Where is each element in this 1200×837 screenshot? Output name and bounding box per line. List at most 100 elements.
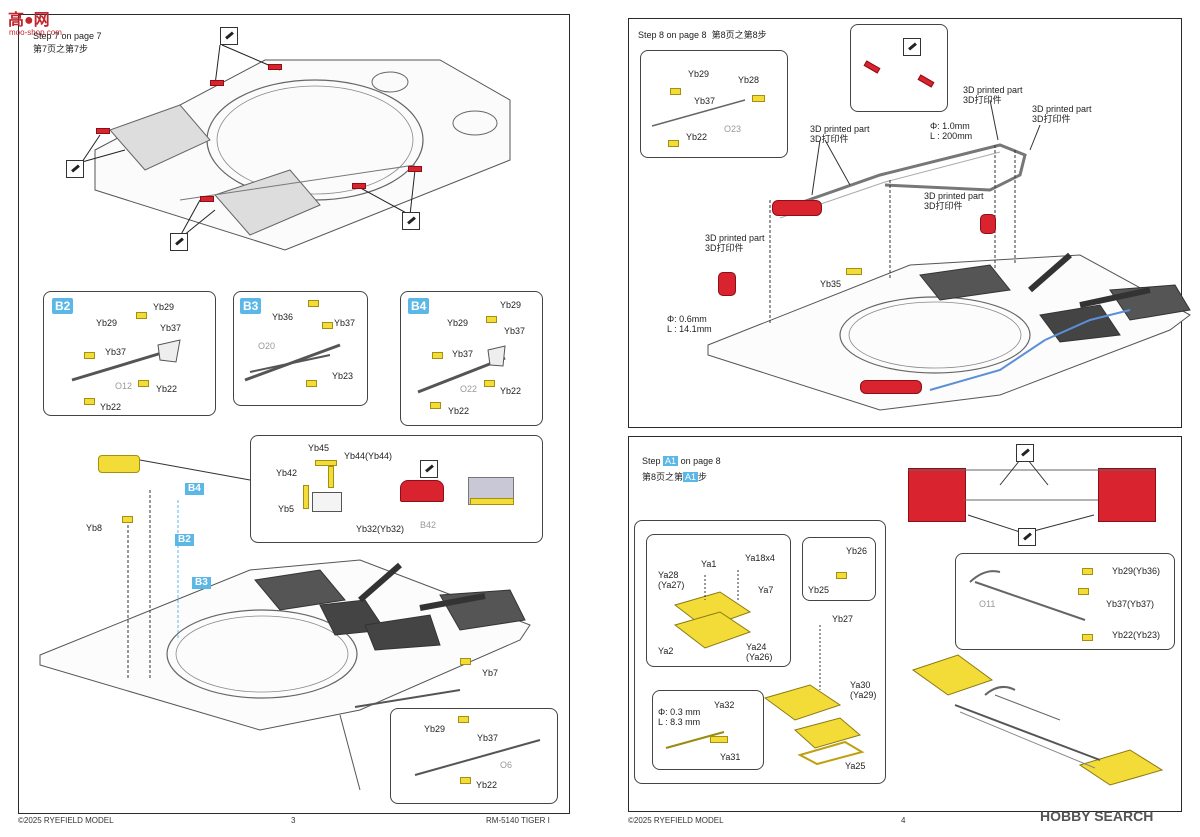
tools-label: Yb44(Yb44)	[344, 451, 393, 461]
a1-tag: A1	[663, 456, 679, 466]
b2-label: Yb37	[105, 347, 127, 357]
red-3d-printed-part	[772, 200, 822, 216]
yb7-label: Yb7	[482, 668, 499, 678]
yellow-toolbox	[98, 455, 140, 473]
yellow-part	[1082, 568, 1093, 575]
yellow-part	[430, 402, 441, 409]
wire-label: Ya31	[720, 752, 741, 762]
plate-label: Ya2	[658, 646, 674, 656]
cable-detail-box	[850, 24, 948, 112]
b3-label: Yb37	[334, 318, 356, 328]
b3-label: Yb36	[272, 312, 294, 322]
yellow-part	[122, 516, 133, 523]
b2-tag: B2	[52, 298, 74, 314]
yellow-part	[668, 140, 679, 147]
right-top-step-ref: Step 8 on page 8 第8页之第8步	[638, 30, 767, 40]
yellow-part	[322, 322, 333, 329]
right-inset-box	[640, 50, 788, 158]
mid-label: Ya25	[845, 761, 866, 771]
paint-brush-icon	[1018, 528, 1036, 546]
paint-brush-icon	[402, 212, 420, 230]
red-part	[96, 128, 110, 134]
right-page-number: 4	[901, 816, 906, 825]
b3-label: O20	[258, 341, 276, 351]
yellow-part	[458, 716, 469, 723]
b2-label: Yb29	[153, 302, 175, 312]
yellow-part	[460, 658, 471, 665]
pry-bar-label: Yb22	[476, 780, 498, 790]
b3-label: Yb23	[332, 371, 354, 381]
right-copyright: ©2025 RYEFIELD MODEL	[628, 816, 724, 825]
yellow-part	[710, 736, 728, 743]
left-page-number: 3	[291, 816, 296, 825]
red-part	[268, 64, 282, 70]
yellow-part	[484, 380, 495, 387]
pry-bar-label: Yb37	[477, 733, 499, 743]
yellow-part	[670, 88, 681, 95]
yellow-part	[752, 95, 765, 102]
red-3d-printed-part	[860, 380, 922, 394]
paint-brush-icon	[903, 38, 921, 56]
yellow-toolbox-edge	[470, 498, 514, 505]
b4-label: O22	[460, 384, 478, 394]
inset-label: Yb22	[686, 132, 708, 142]
watermark-url: moo-shop.com	[9, 28, 62, 37]
red-side-plate	[908, 468, 966, 522]
tools-label: Yb5	[278, 504, 295, 514]
wire-detail-box	[652, 690, 764, 770]
b4-callout-tag: B4	[185, 483, 204, 495]
yellow-part	[84, 352, 95, 359]
plate-label: Ya1	[701, 559, 717, 569]
a1-tag: A1	[683, 472, 699, 482]
red-toolbox-part	[400, 480, 444, 502]
yellow-part	[1082, 634, 1093, 641]
red-part	[210, 80, 224, 86]
yb8-label: Yb8	[86, 523, 103, 533]
tools-label: Yb32(Yb32)	[356, 524, 405, 534]
red-side-plate	[1098, 468, 1156, 522]
yellow-bracket	[303, 485, 309, 509]
yellow-part	[846, 268, 862, 275]
b3-tag: B3	[240, 298, 262, 314]
plate-label: Ya28 (Ya27)	[658, 570, 685, 590]
b3-callout-tag: B3	[192, 577, 211, 589]
inset-label: Yb28	[738, 75, 760, 85]
paint-brush-icon	[420, 460, 438, 478]
b4-label: Yb22	[500, 386, 522, 396]
tools-label: Yb42	[276, 468, 298, 478]
yellow-part	[84, 398, 95, 405]
right-bottom-step-ref: Step A1 on page 8	[642, 456, 721, 466]
b4-label: Yb37	[504, 326, 526, 336]
shovel-label: Yb37(Yb37)	[1106, 599, 1155, 609]
b4-label: Yb29	[447, 318, 469, 328]
b2-label: O12	[115, 381, 133, 391]
b4-tag: B4	[408, 298, 430, 314]
yellow-bracket	[328, 466, 334, 488]
left-product-code: RM-5140 TIGER I	[486, 816, 550, 825]
shovel-label: Yb29(Yb36)	[1112, 566, 1161, 576]
wire-label: Ya32	[714, 700, 735, 710]
mid-label: Ya30 (Ya29)	[850, 680, 877, 700]
inset-label: O23	[724, 124, 742, 134]
pry-bar-label: Yb29	[424, 724, 446, 734]
yellow-part	[306, 380, 317, 387]
inset-label: Yb37	[694, 96, 716, 106]
paint-brush-icon	[220, 27, 238, 45]
yb35-label: Yb35	[820, 279, 842, 289]
paint-brush-icon	[170, 233, 188, 251]
